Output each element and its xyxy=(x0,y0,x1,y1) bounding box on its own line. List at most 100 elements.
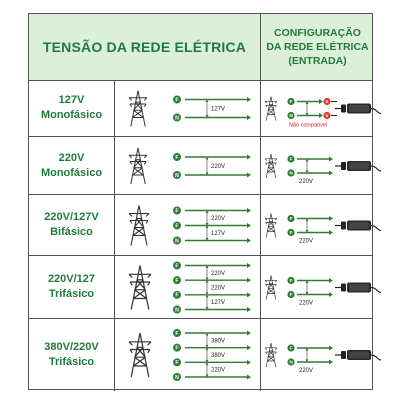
not-compatible-label: Não compatível xyxy=(289,123,327,129)
svg-text:F: F xyxy=(175,97,178,103)
line-arrow xyxy=(185,292,251,298)
voltage-indicator-arrow xyxy=(305,280,309,295)
voltage-indicator-arrow xyxy=(305,101,309,116)
phase-line-icon: F xyxy=(173,343,181,352)
voltage-indicator-arrow xyxy=(305,159,309,173)
config-voltage-value: 220V xyxy=(299,301,313,307)
phase-line-icon: F xyxy=(173,358,181,367)
voltage-value: 380V xyxy=(211,338,225,344)
input-config-diagram-svg: F F 220V xyxy=(264,275,382,307)
neutral-line-icon: N xyxy=(287,358,295,366)
line-arrow xyxy=(297,359,333,365)
voltage-indicator-arrow xyxy=(205,362,209,377)
line-arrow xyxy=(185,115,251,120)
svg-text:F: F xyxy=(290,346,293,351)
phase-line-icon: F xyxy=(287,155,295,163)
line-arrow xyxy=(297,292,333,297)
line-arrow xyxy=(297,345,333,351)
header-config-line-3: (ENTRADA) xyxy=(288,55,347,67)
svg-text:N: N xyxy=(289,360,293,365)
svg-text:×: × xyxy=(326,100,329,106)
neutral-line-icon: N xyxy=(173,236,181,245)
voltage-value: 380V xyxy=(211,353,225,359)
voltage-indicator-arrow xyxy=(205,157,209,175)
line-arrow xyxy=(185,154,251,160)
svg-text:F: F xyxy=(290,292,293,297)
line-arrow xyxy=(185,277,251,283)
line-arrow xyxy=(185,374,251,380)
voltage-indicator-arrow xyxy=(205,210,209,226)
svg-text:F: F xyxy=(175,208,178,214)
line-arrow xyxy=(185,172,251,178)
phase-line-icon: F xyxy=(287,344,295,352)
input-config-diagram: F F 220V xyxy=(260,256,382,318)
svg-text:N: N xyxy=(175,173,179,179)
voltage-indicator-arrow xyxy=(205,294,209,310)
svg-text:F: F xyxy=(290,216,293,221)
line-arrow xyxy=(297,113,323,118)
svg-text:×: × xyxy=(326,114,329,120)
voltage-indicator-arrow xyxy=(205,280,209,295)
phase-line-icon: F xyxy=(287,290,295,299)
transmission-tower-icon xyxy=(128,147,148,185)
phase-line-icon: F xyxy=(173,276,181,285)
line-arrow xyxy=(185,208,251,213)
svg-text:N: N xyxy=(175,375,179,381)
svg-text:F: F xyxy=(175,293,178,299)
row-label-line-1: 220V/127V xyxy=(44,211,99,223)
line-arrow xyxy=(185,345,251,351)
voltage-indicator-arrow xyxy=(205,225,209,241)
neutral-line-icon: N xyxy=(287,111,295,120)
voltage-indicator-arrow xyxy=(305,348,309,362)
voltage-value: 127V xyxy=(211,107,225,113)
voltage-value: 220V xyxy=(211,271,225,277)
line-arrow xyxy=(297,156,333,162)
neutral-line-icon: N xyxy=(173,373,181,381)
power-supply-plug-icon xyxy=(335,282,382,294)
line-arrow xyxy=(297,170,333,176)
svg-text:F: F xyxy=(175,345,178,351)
row-label-line-2: Monofásico xyxy=(40,166,103,179)
row-label-line-2: Monofásico xyxy=(40,109,103,121)
voltage-value: 220V xyxy=(211,286,225,292)
header-config-line-1: CONFIGURAÇÃO xyxy=(274,27,361,39)
config-voltage-value: 220V xyxy=(299,368,313,374)
row-label-line-1: 220V xyxy=(58,151,85,164)
transmission-tower-icon xyxy=(264,96,278,121)
row-voltage-label: 220V Monofásico xyxy=(29,137,115,194)
line-arrow xyxy=(297,278,333,283)
phase-line-icon: F xyxy=(173,206,181,215)
voltage-value: 220V xyxy=(211,164,225,170)
transmission-tower-icon xyxy=(128,90,148,127)
row-label-line-1: 380V/220V xyxy=(44,341,99,353)
transmission-tower-icon xyxy=(128,265,152,310)
header-config-line-2: DA REDE ELÉTRICA xyxy=(266,41,369,53)
phase-line-icon: F xyxy=(173,221,181,230)
transmission-tower-icon xyxy=(128,205,150,246)
line-arrow xyxy=(297,216,333,221)
power-supply-plug-icon xyxy=(335,350,382,361)
svg-text:F: F xyxy=(175,331,178,337)
input-config-diagram: F N 220V xyxy=(260,319,382,391)
transmission-tower-icon xyxy=(128,332,152,378)
line-arrow xyxy=(185,330,251,336)
input-config-diagram-svg: F N 220V xyxy=(264,342,382,374)
svg-text:F: F xyxy=(290,278,293,283)
line-arrow xyxy=(297,99,323,104)
phase-line-icon: F xyxy=(287,276,295,285)
